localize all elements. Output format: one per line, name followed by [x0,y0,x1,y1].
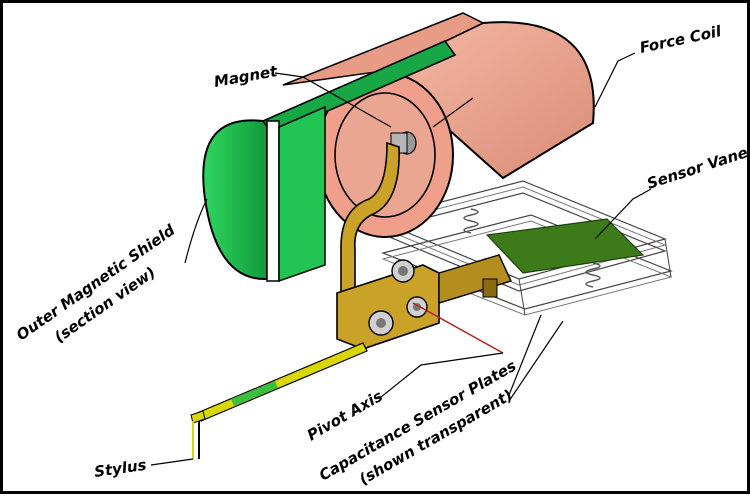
label-stylus: Stylus [93,456,148,481]
stylus [190,342,368,459]
spring-upper [463,208,479,234]
force-coil [282,12,595,238]
sensor-vane [485,218,645,274]
label-sensor-vane: Sensor Vane [645,143,750,193]
outer-magnetic-shield [202,40,457,283]
pivot-arm [336,141,512,350]
label-outer-shield: Outer Magnetic Shield [13,221,178,344]
diagram-svg: Magnet Force Coil Sensor Vane Outer Magn… [13,12,750,488]
leader-lines [150,52,652,466]
label-force-coil: Force Coil [638,22,723,57]
label-magnet: Magnet [213,62,280,91]
pivot-axis-line [412,302,504,354]
spring-lower [585,262,601,288]
